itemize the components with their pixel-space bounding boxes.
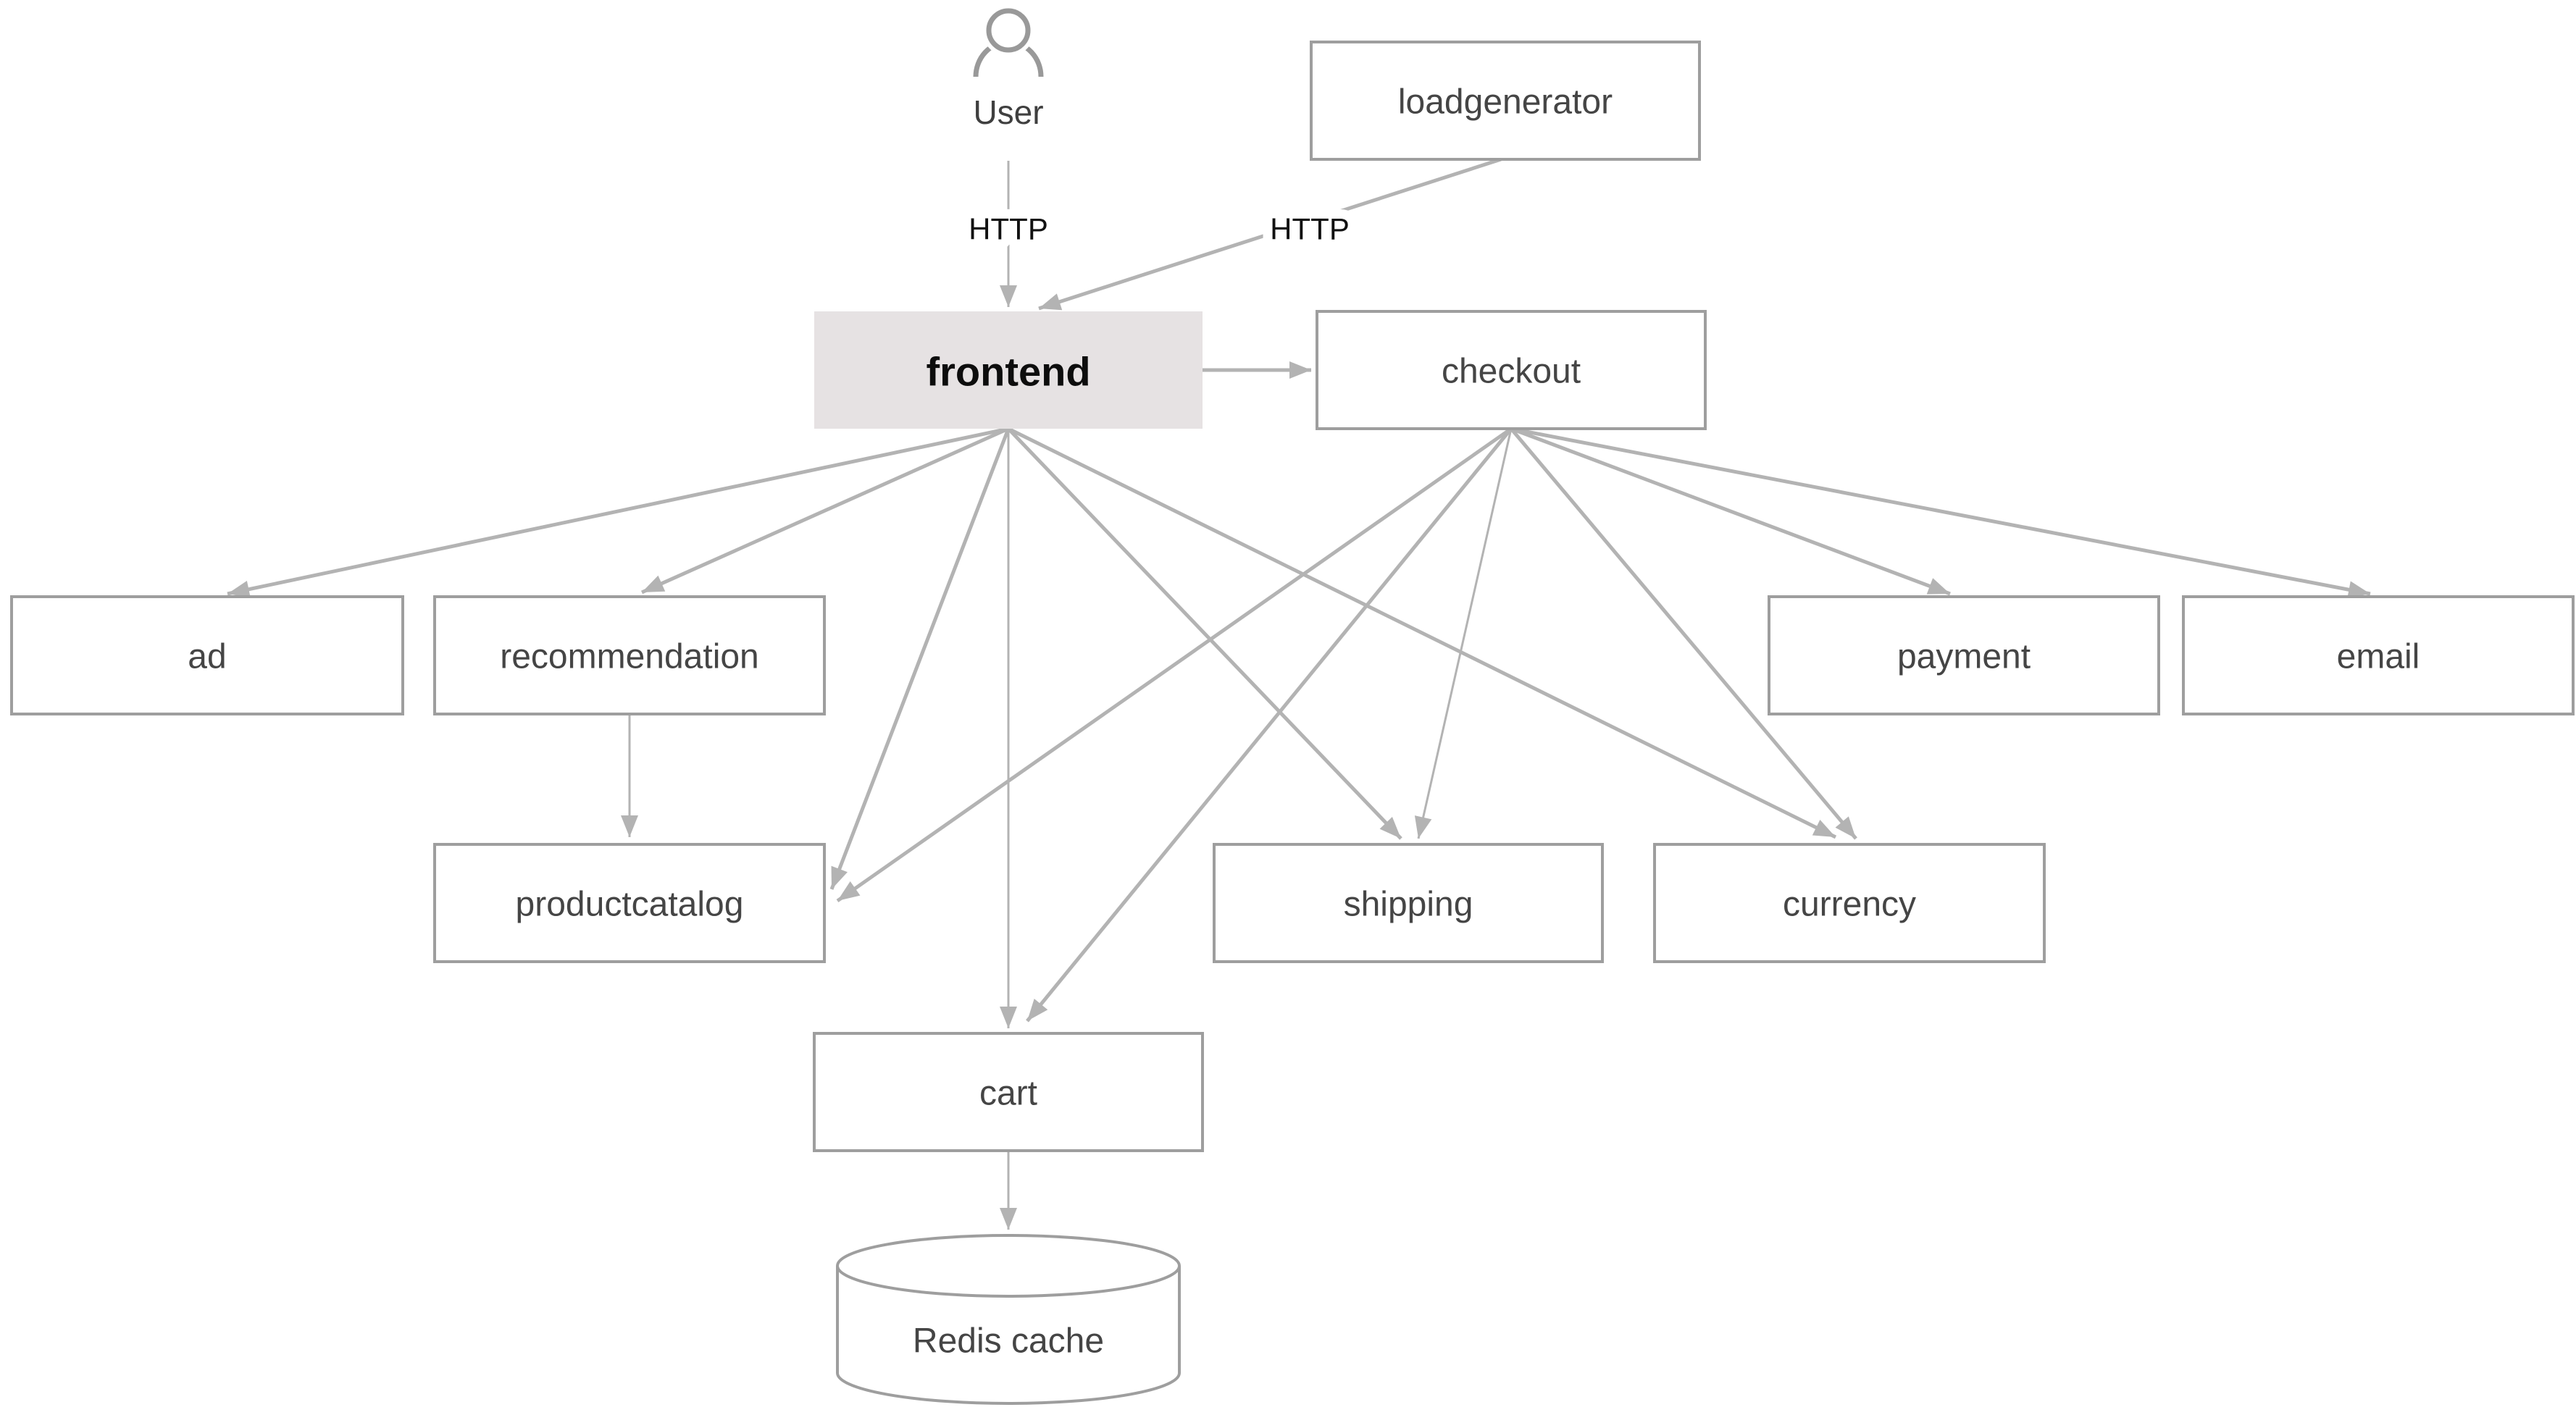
edges [227, 157, 2371, 1230]
edge-label-http-user: HTTP [969, 212, 1048, 246]
node-payment: payment [1768, 595, 2160, 715]
node-redis: Redis cache [836, 1234, 1181, 1405]
node-cart-box [813, 1032, 1204, 1152]
node-loadgenerator-box [1310, 41, 1701, 161]
user-label: User [973, 93, 1043, 131]
edge-frontend-shipping [1007, 427, 1402, 840]
edge-frontend-currency [1007, 427, 1837, 839]
node-currency-label: currency [1783, 886, 1916, 924]
edge-checkout-shipping [1414, 428, 1513, 839]
redis-cylinder-top [836, 1234, 1181, 1298]
node-email-box [2182, 595, 2575, 715]
edge-checkout-cart [1026, 427, 1513, 1023]
node-loadgenerator-label: loadgenerator [1398, 83, 1613, 122]
node-checkout-box [1316, 310, 1707, 430]
edge-checkout-payment [1510, 427, 1951, 596]
node-payment-box [1768, 595, 2160, 715]
edge-checkout-productcatalog [836, 427, 1513, 903]
node-shipping-box [1213, 843, 1604, 963]
node-ad: ad [10, 595, 404, 715]
node-ad-box [10, 595, 404, 715]
node-recommendation: recommendation [433, 595, 826, 715]
edge-checkout-email [1510, 427, 2371, 599]
node-redis-label: Redis cache [913, 1322, 1104, 1361]
node-cart: cart [813, 1032, 1204, 1152]
node-shipping-label: shipping [1344, 886, 1473, 924]
edge-frontend-ad [227, 427, 1009, 598]
redis-cylinder-body [836, 1266, 1181, 1405]
node-payment-label: payment [1897, 638, 2031, 676]
node-ad-label: ad [188, 638, 226, 676]
edge-frontend-productcatalog [829, 428, 1011, 890]
node-frontend-box [814, 311, 1203, 429]
node-productcatalog-box [433, 843, 826, 963]
node-frontend: frontend [814, 311, 1203, 429]
node-loadgenerator: loadgenerator [1310, 41, 1701, 161]
user-icon-head [986, 8, 1031, 53]
node-frontend-label: frontend [926, 349, 1090, 395]
node-checkout-label: checkout [1442, 353, 1581, 391]
edge-frontend-recommendation [640, 427, 1010, 595]
edge-loadgenerator-frontend [1038, 157, 1502, 311]
node-productcatalog: productcatalog [433, 843, 826, 963]
node-productcatalog-label: productcatalog [516, 886, 744, 924]
node-email-label: email [2337, 638, 2420, 676]
node-currency: currency [1653, 843, 2046, 963]
node-checkout: checkout [1316, 310, 1707, 430]
node-recommendation-label: recommendation [500, 638, 759, 676]
node-shipping: shipping [1213, 843, 1604, 963]
edge-label-http-loadgenerator: HTTP [1270, 212, 1350, 246]
node-recommendation-box [433, 595, 826, 715]
node-cart-label: cart [979, 1075, 1037, 1113]
node-email: email [2182, 595, 2575, 715]
edge-checkout-currency [1510, 427, 1857, 840]
node-currency-box [1653, 843, 2046, 963]
user-actor: User [973, 4, 1044, 131]
